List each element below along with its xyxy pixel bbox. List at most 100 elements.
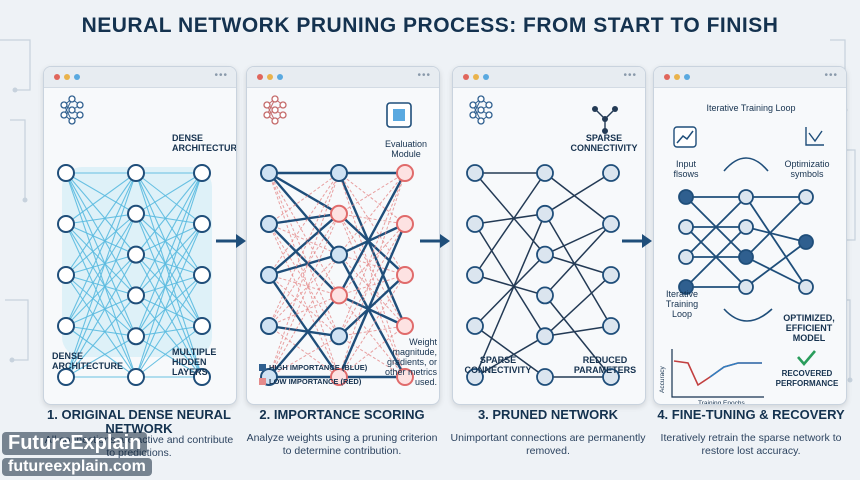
neuron	[57, 368, 75, 386]
connection	[338, 213, 406, 225]
connection	[544, 213, 612, 327]
caption-importance: 2. IMPORTANCE SCORING	[259, 407, 425, 422]
maximize-dot-icon	[277, 74, 283, 80]
connection	[474, 213, 546, 225]
panel-titlebar: •••	[44, 67, 236, 88]
dense-architecture-label-top: DENSE ARCHITECTURE	[172, 133, 237, 153]
neuron	[330, 164, 348, 182]
connection	[65, 223, 137, 296]
neuron	[57, 317, 75, 335]
accuracy-curve-drop	[673, 360, 762, 387]
connection	[544, 325, 612, 337]
neuron	[57, 266, 75, 284]
input-flows-label: Input flsows	[673, 159, 699, 179]
connection	[544, 294, 612, 378]
neuron	[466, 317, 484, 335]
connection	[135, 172, 203, 225]
neuron	[193, 215, 211, 233]
description-finetune: Iteratively retrain the sparse network t…	[660, 432, 842, 457]
panel-titlebar: •••	[654, 67, 846, 88]
minimize-dot-icon	[674, 74, 680, 80]
connection	[338, 213, 406, 327]
neuron	[536, 164, 554, 182]
connection	[745, 196, 807, 288]
connection	[544, 274, 612, 337]
connection	[65, 213, 137, 378]
connection	[65, 254, 137, 276]
efficient-model-label: OPTIMIZED, EFFICIENT MODEL	[783, 313, 835, 343]
optimization-label: Optimizatio symbols	[784, 159, 830, 179]
loop-arrow-top	[723, 157, 769, 172]
connection	[544, 172, 612, 215]
connection	[474, 335, 546, 378]
training-loop-label-bottom: Iterative Training Loop	[665, 289, 699, 319]
accuracy-curve-recovery	[709, 362, 762, 378]
connection	[338, 172, 406, 255]
connection	[474, 254, 546, 327]
connection	[474, 223, 546, 337]
connection	[338, 325, 406, 378]
connection	[268, 254, 340, 378]
legend-low-text: LOW IMPORTANCE (RED)	[269, 377, 362, 386]
neuron	[738, 219, 754, 235]
connection	[65, 172, 137, 378]
connection	[65, 172, 137, 276]
connection	[135, 213, 203, 276]
neuron	[396, 215, 414, 233]
brand-name: FutureExplain	[2, 432, 148, 455]
connection	[338, 274, 406, 378]
connection	[745, 241, 807, 288]
connection	[338, 222, 406, 256]
connection	[135, 172, 203, 296]
connection	[745, 256, 807, 288]
neuron	[193, 266, 211, 284]
connection	[685, 226, 747, 288]
brand-watermark: FutureExplain futureexplain.com	[0, 432, 170, 480]
panel-pruned-network: ••• SPARSE CONNECTIVITY SPARSE CONNECTIV…	[452, 66, 646, 405]
trend-chart-icon	[673, 126, 697, 148]
neuron	[260, 215, 278, 233]
connection	[65, 254, 137, 378]
connection	[268, 223, 340, 378]
connection	[65, 335, 137, 378]
description-pruned: Unimportant connections are permanently …	[450, 432, 646, 457]
neuron	[678, 249, 694, 265]
neuron	[798, 189, 814, 205]
legend-low-importance: LOW IMPORTANCE (RED)	[259, 377, 361, 386]
connection	[544, 172, 612, 225]
hidden-layers-label: MULTIPLE HIDDEN LAYERS	[172, 347, 217, 377]
connection	[337, 223, 407, 378]
connection	[65, 325, 137, 337]
neuron	[57, 215, 75, 233]
connection	[135, 172, 203, 327]
connection	[135, 223, 203, 296]
connection	[268, 223, 340, 337]
legend-high-text: HIGH IMPORTANCE (BLUE)	[269, 363, 368, 372]
connection	[268, 223, 340, 256]
connection	[135, 213, 203, 225]
neuron	[127, 245, 145, 264]
loop-arrow-bottom	[723, 308, 773, 322]
neuron	[330, 286, 348, 305]
connection	[338, 254, 406, 327]
chart-axes	[671, 349, 764, 398]
blue-swatch	[259, 364, 266, 371]
neuron	[127, 204, 145, 223]
connection	[65, 294, 137, 327]
arrow-right-icon	[216, 234, 246, 248]
minimize-dot-icon	[64, 74, 70, 80]
connection	[338, 212, 406, 276]
chip-icon	[386, 102, 412, 128]
legend-high-importance: HIGH IMPORTANCE (BLUE)	[259, 363, 367, 372]
connection	[268, 212, 340, 276]
sparse-graph-icon	[592, 106, 618, 134]
connection	[544, 223, 612, 256]
evaluation-module-label: Evaluation Module	[384, 139, 428, 159]
brand-url: futureexplain.com	[2, 458, 152, 476]
neuron	[466, 368, 484, 386]
connection	[268, 213, 340, 378]
arrow-right-icon	[622, 234, 652, 248]
connection	[268, 172, 340, 276]
